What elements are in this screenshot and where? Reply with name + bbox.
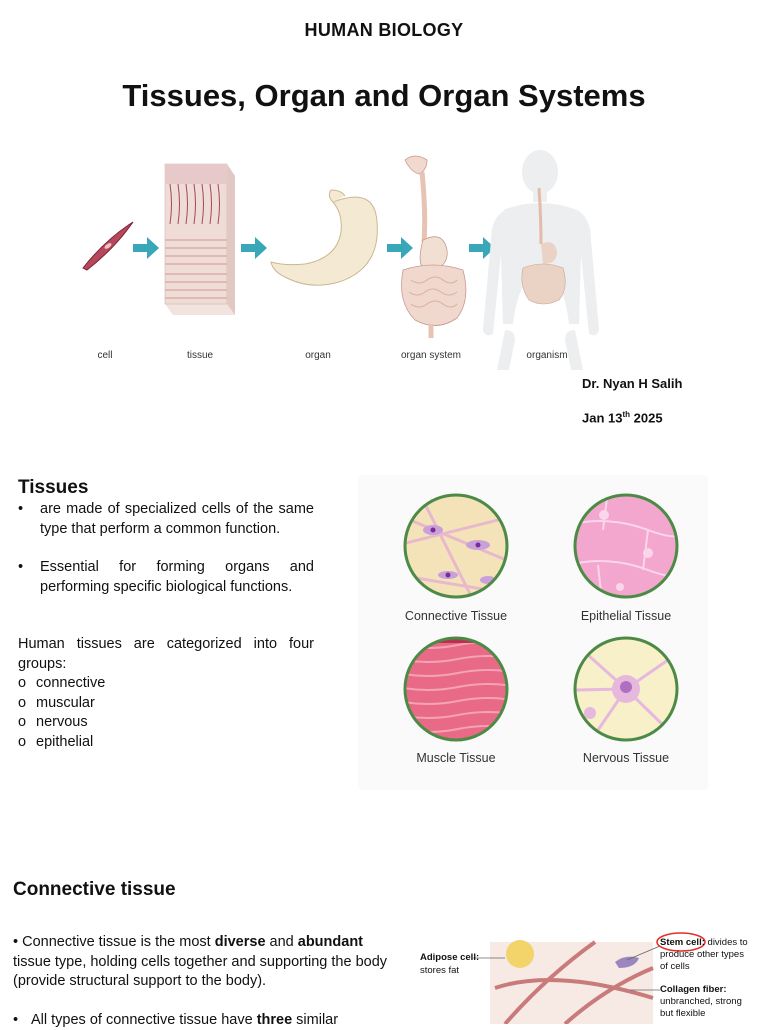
- hierarchy-label-cell: cell: [70, 350, 140, 361]
- tissue-types-illustration: [358, 475, 708, 790]
- collagen-fiber-label: Collagen fiber: unbranched, strong but f…: [660, 984, 766, 1020]
- cell-illustration: [83, 222, 133, 270]
- caption-nervous-tissue: Nervous Tissue: [551, 751, 701, 765]
- hierarchy-label-organ-system: organ system: [396, 350, 466, 361]
- arrow-icon: [387, 237, 413, 259]
- bullet-marker: •: [18, 558, 40, 597]
- connective-tissue-illustration: [398, 490, 518, 610]
- tissue-types-figure: Connective Tissue Epithelial Tissue Musc…: [358, 475, 708, 790]
- tissues-bullet-text: are made of specialized cells of the sam…: [40, 500, 314, 539]
- epithelial-tissue-illustration: [568, 490, 688, 610]
- tissue-group-text: connective: [36, 674, 105, 694]
- connective-bullet-text: All types of connective tissue have thre…: [31, 1011, 338, 1030]
- connective-tissue-text: • Connective tissue is the most diverse …: [13, 933, 388, 1030]
- connective-paragraph: • Connective tissue is the most diverse …: [13, 933, 388, 992]
- caption-epithelial-tissue: Epithelial Tissue: [551, 609, 701, 623]
- date-year: 2025: [634, 410, 663, 425]
- bullet-marker: •: [18, 500, 40, 539]
- tissue-group-text: nervous: [36, 713, 88, 733]
- tissues-heading: Tissues: [18, 477, 88, 499]
- bullet-marker: •: [13, 1011, 31, 1030]
- organism-illustration: [483, 150, 599, 370]
- hierarchy-illustration: [75, 140, 615, 376]
- connective-bullet: • All types of connective tissue have th…: [13, 1011, 388, 1030]
- tissue-group-text: epithelial: [36, 733, 93, 753]
- tissue-group-text: muscular: [36, 694, 95, 714]
- tissues-bullet: • are made of specialized cells of the s…: [18, 500, 314, 539]
- tissues-text-block: • are made of specialized cells of the s…: [18, 500, 314, 752]
- hierarchy-figure: cell tissue organ organ system organism: [75, 140, 615, 376]
- connective-tissue-figure: Adipose cell: stores fat Stem cell: divi…: [415, 928, 768, 1024]
- arrow-icon: [133, 237, 159, 259]
- hierarchy-label-organ: organ: [283, 350, 353, 361]
- author-name: Dr. Nyan H Salih: [582, 376, 682, 391]
- date-suffix: th: [622, 410, 630, 419]
- tissue-groups-intro: Human tissues are categorized into four …: [18, 635, 314, 674]
- adipose-cell-desc: stores fat: [420, 965, 459, 976]
- caption-muscle-tissue: Muscle Tissue: [381, 751, 531, 765]
- page-title: Tissues, Organ and Organ Systems: [0, 78, 768, 114]
- stem-cell-label: Stem cell: divides to produce other type…: [660, 937, 766, 973]
- course-header: HUMAN BIOLOGY: [0, 20, 768, 41]
- tissue-illustration: [165, 164, 235, 315]
- adipose-cell-label: Adipose cell:: [420, 952, 479, 963]
- connective-tissue-heading: Connective tissue: [13, 879, 176, 901]
- hierarchy-label-organism: organism: [512, 350, 582, 361]
- arrow-icon: [241, 237, 267, 259]
- tissues-bullet-text: Essential for forming organs and perform…: [40, 558, 314, 597]
- caption-connective-tissue: Connective Tissue: [381, 609, 531, 623]
- muscle-tissue-illustration: [398, 633, 518, 753]
- nervous-tissue-illustration: [568, 633, 688, 753]
- date-prefix: Jan 13: [582, 410, 622, 425]
- lecture-date: Jan 13th 2025: [582, 410, 663, 425]
- hierarchy-label-tissue: tissue: [165, 350, 235, 361]
- tissues-bullet: • Essential for forming organs and perfo…: [18, 558, 314, 597]
- organ-illustration: [271, 190, 377, 285]
